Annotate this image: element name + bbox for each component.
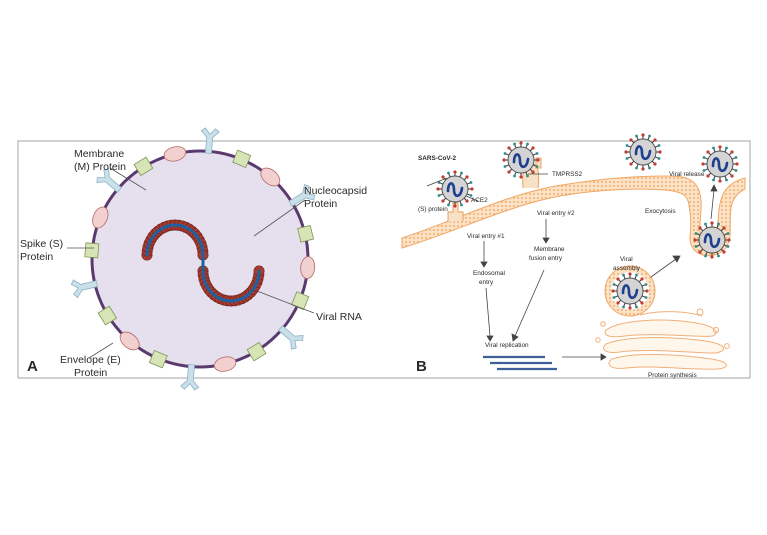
virion-diagram — [70, 127, 316, 391]
ace2-label: ACE2 — [471, 197, 488, 204]
spike-protein-icon — [277, 325, 304, 350]
virus-tmprss2-icon — [501, 140, 541, 180]
panel-b: SARS-CoV-2 (S) protein ACE2 TMPRSS2 Vira… — [401, 132, 746, 379]
panel-a-leader-lines — [67, 167, 315, 359]
assembling-virus-icon — [610, 271, 650, 311]
membrane-fusion-label-1: Membrane — [534, 246, 565, 253]
membrane-protein-icon — [297, 224, 315, 243]
exocytosis-label: Exocytosis — [645, 208, 676, 215]
virus-ace2-icon — [435, 169, 475, 209]
nucleocapsid-label-2: Protein — [304, 198, 337, 210]
spike-protein-icon — [70, 279, 99, 299]
endosomal-entry-label-2: entry — [479, 279, 494, 286]
viral-rna-label: Viral RNA — [316, 311, 362, 323]
spike-protein-label-1: Spike (S) — [20, 238, 63, 250]
spike-protein-icon — [200, 127, 220, 154]
endosomal-entry-label-1: Endosomal — [473, 270, 505, 277]
viral-entry-1-label: Viral entry #1 — [467, 233, 505, 240]
viral-release-label: Viral release — [669, 171, 705, 178]
viral-assembly-label-1: Viral — [620, 256, 633, 263]
envelope-protein-icon — [119, 331, 140, 351]
exocytosis-virus-icon — [692, 220, 732, 260]
envelope-protein-icon — [213, 356, 237, 372]
envelope-protein-icon — [92, 206, 109, 229]
spike-protein-label-2: Protein — [20, 251, 53, 263]
membrane-protein-icon — [290, 291, 310, 311]
tmprss2-label: TMPRSS2 — [552, 171, 583, 178]
viral-assembly-label-2: assembly — [613, 265, 641, 272]
spike-protein-icon — [180, 364, 200, 391]
envelope-protein-label-2: Protein — [74, 367, 107, 379]
sars-cov-2-label: SARS-CoV-2 — [418, 155, 456, 162]
membrane-protein-icon — [232, 149, 252, 169]
protein-synthesis-label: Protein synthesis — [648, 372, 697, 379]
viral-entry-2-label: Viral entry #2 — [537, 210, 575, 217]
released-virus-icon-1 — [623, 132, 663, 172]
membrane-protein-label-1: Membrane — [74, 148, 124, 160]
membrane-protein-icon — [133, 156, 154, 177]
membrane-protein-icon — [84, 242, 100, 259]
envelope-protein-icon — [163, 146, 187, 162]
spike-protein-icon — [288, 184, 315, 207]
membrane-fusion-label-2: fusion entry — [529, 255, 563, 262]
s-protein-label: (S) protein — [418, 206, 448, 213]
envelope-protein-icon — [300, 256, 316, 279]
membrane-protein-icon — [148, 349, 168, 369]
membrane-protein-icon — [97, 305, 118, 326]
figure-frame — [17, 140, 751, 379]
membrane-protein-icon — [246, 341, 267, 362]
panel-a: Membrane (M) Protein Nucleocapsid Protei… — [20, 127, 367, 391]
envelope-protein-label-1: Envelope (E) — [60, 354, 121, 366]
viral-rna-strand — [145, 223, 261, 303]
envelope-protein-icon — [260, 167, 281, 187]
viral-replication-label: Viral replication — [485, 342, 529, 349]
membrane-protein-label-2: (M) Protein — [74, 161, 126, 173]
spike-protein-icon — [96, 168, 123, 193]
released-virus-icon-2 — [700, 144, 740, 184]
panel-b-letter: B — [416, 358, 427, 375]
golgi-apparatus — [595, 308, 730, 370]
viral-rna-strands — [483, 355, 557, 371]
panel-a-letter: A — [27, 358, 38, 375]
pathway-arrows — [426, 173, 718, 361]
nucleocapsid-label-1: Nucleocapsid — [304, 185, 367, 197]
